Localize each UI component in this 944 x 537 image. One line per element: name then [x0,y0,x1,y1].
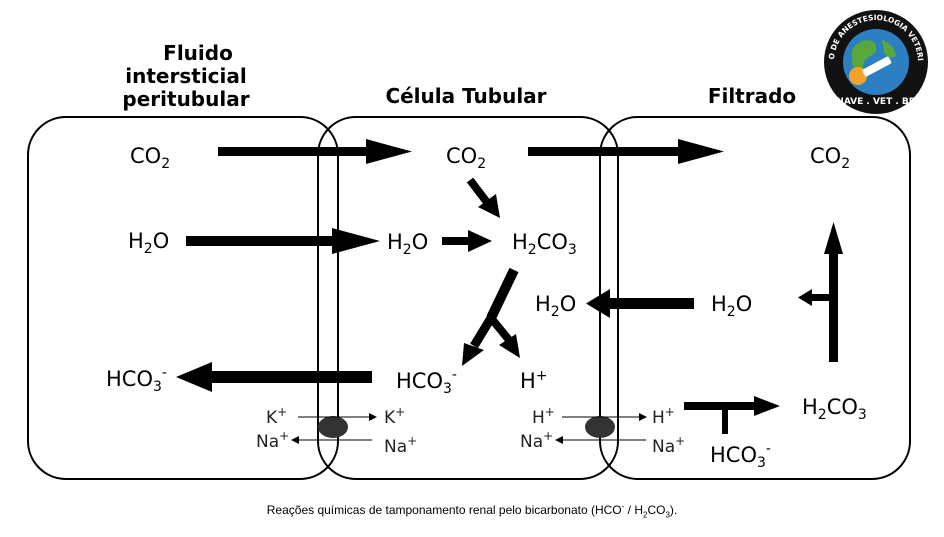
logo-bottom-text: NAVE . VET . BR [836,97,915,107]
luminal-h-in: H+ [532,405,555,428]
cell-h2co3: H2CO3 [512,230,577,258]
arrow-h2o-filtrate-to-cell [586,289,694,318]
interstitial-hco3: HCO3- [106,365,167,395]
arrow-h-to-h2co3-filtrate [684,396,780,434]
logo-ring-text: NÚCLEO DE ANESTESIOLOGIA VETERINÁRIA [0,0,925,61]
filtrate-h2co3: H2CO3 [802,395,867,423]
arrow-co2-cell-to-filtrate [528,139,724,164]
header-interstitial-line1: Fluido [163,41,233,65]
interstitial-h2o: H2O [128,229,169,257]
basolateral-k-in: K+ [266,405,287,428]
filtrate-h2o: H2O [711,292,752,320]
header-interstitial-line3: peritubular [122,87,249,111]
figure-caption: Reações químicas de tamponamento renal p… [266,502,678,520]
arrow-hco3-cell-to-interstitial [176,362,372,392]
header-interstitial-line2: intersticial [125,64,246,88]
arrow-h2o-interstitial-to-cell [186,228,380,254]
basolateral-k-out: K+ [384,405,405,428]
interstitial-compartment [27,116,339,480]
luminal-na-in: Na+ [520,429,553,452]
header-tubular-cell: Célula Tubular [385,84,546,108]
basolateral-na-in: Na+ [256,429,289,452]
arrow-h2co3-filtrate-split [798,222,843,362]
cell-h2o-from-filtrate: H2O [535,292,576,320]
arrow-co2-interstitial-to-cell [218,139,412,164]
cell-h-ion: H+ [520,368,548,393]
arrow-h2co3-dissociation [462,267,520,366]
interstitial-co2: CO2 [130,144,170,172]
luminal-h-out: H+ [652,405,675,428]
luminal-na-out: Na+ [652,434,685,457]
filtrate-hco3: HCO3- [710,441,771,471]
cell-co2: CO2 [446,144,486,172]
header-filtrate: Filtrado [708,84,796,108]
filtrate-co2: CO2 [810,144,850,172]
renal-buffer-diagram: Fluido intersticial peritubular Célula T… [0,0,928,480]
cell-h2o: H2O [387,230,428,258]
svg-text:NÚCLEO DE ANESTESIOLOGIA VETER: NÚCLEO DE ANESTESIOLOGIA VETERINÁRIA [0,0,925,61]
arrow-h2o-to-h2co3-cell [442,230,492,252]
basolateral-na-out: Na+ [384,434,417,457]
exchanger-basolateral [291,413,377,444]
arrow-co2-to-h2co3-cell [466,177,500,218]
exchanger-luminal [555,413,647,444]
cell-hco3: HCO3- [396,367,457,397]
